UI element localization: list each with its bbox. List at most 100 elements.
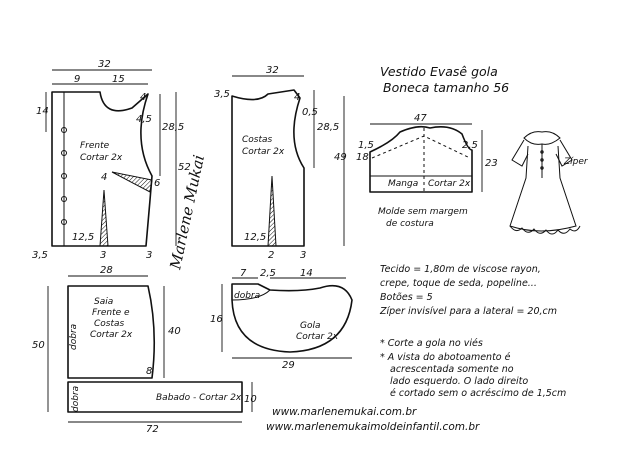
ruffle-label: Babado - Cortar 2x (156, 393, 242, 403)
dress-illustration: Zíper (509, 131, 589, 235)
front-width-label: 32 (98, 59, 111, 70)
skirt-label-line-3: Costas (94, 319, 125, 329)
dress-left-sleeve (511, 139, 529, 167)
sleeve-cap-right-label: 2,5 (462, 140, 478, 151)
collar-piece: 7 2,5 14 16 29 dobra Gola Cortar 2x (210, 268, 353, 371)
back-hem-seg-a-label: 12,5 (244, 232, 266, 243)
sleeve-height-label: 23 (485, 158, 498, 169)
button-mark-5 (61, 219, 67, 225)
website-line-1[interactable]: www.marlenemukai.com.br (272, 406, 417, 418)
placket-note-line-2: acrescentada somente no (390, 364, 514, 375)
sleeve-note-line-1: Molde sem margem (378, 207, 468, 217)
title-block: Vestido Evasê gola Boneca tamanho 56 (380, 64, 509, 95)
sleeve-piece: 47 18 1,5 2,5 23 Manga Cortar 2x Molde s… (356, 113, 498, 229)
front-armhole-depth-label: 28,5 (162, 122, 184, 133)
collar-bias-note: * Corte a gola no viés (380, 338, 483, 349)
sleeve-width-label: 47 (414, 113, 427, 124)
skirt-outline (67, 285, 156, 379)
back-hem-seg-b-label: 2 (268, 250, 274, 261)
button-mark-3 (61, 173, 67, 179)
skirt-step-label: 8 (146, 366, 152, 377)
ruffle-fold-label: dobra (71, 386, 81, 412)
skirt-total-label: 50 (32, 340, 45, 351)
front-bodice-outline (51, 91, 153, 247)
signature-block: Marlene Mukai (166, 153, 208, 272)
front-dart-point-label: 4 (101, 172, 107, 183)
website-line-2[interactable]: www.marlenemukaimoldeinfantil.com.br (266, 421, 480, 433)
notes-block: Tecido = 1,80m de viscose rayon, crepe, … (379, 264, 566, 399)
collar-label-line-1: Gola (300, 321, 321, 331)
sleeve-note-line-2: de costura (386, 219, 434, 229)
button-mark-2 (61, 150, 67, 156)
back-waist-dart (267, 175, 277, 247)
front-dart-width-label: 6 (154, 178, 160, 189)
fabric-note-line-2: crepe, toque de seda, popeline... (380, 278, 537, 289)
back-hem-seg-c-label: 3 (300, 250, 306, 261)
front-shoulder-drop-label: 4 (140, 92, 146, 103)
front-waist-dart (99, 189, 109, 247)
collar-top-a-label: 7 (240, 268, 247, 279)
collar-label-line-2: Cortar 2x (296, 332, 339, 342)
ruffle-width-label: 72 (146, 424, 159, 435)
skirt-piece: 28 40 50 8 dobra Saia Frente e Costas Co… (32, 265, 181, 412)
ruffle-fold-marker: dobra (71, 386, 81, 412)
skirt-fold-label: dobra (69, 324, 79, 350)
back-armhole-depth-label: 28,5 (317, 122, 339, 133)
placket-note-line-3: lado esquerdo. O lado direito (390, 376, 528, 387)
ruffle-outline (67, 381, 243, 413)
skirt-label-line-2: Frente e (92, 308, 130, 318)
back-armhole-curve-label: 0,5 (302, 107, 318, 118)
back-length-label: 49 (334, 152, 347, 163)
button-marks (61, 127, 67, 225)
dress-collar (523, 131, 561, 145)
skirt-label-line-1: Saia (94, 297, 113, 307)
sleeve-cap-height-label: 18 (356, 152, 369, 163)
title-line-2: Boneca tamanho 56 (383, 80, 509, 95)
collar-top-b-label: 2,5 (260, 268, 276, 279)
front-armhole-curve-label: 4,5 (136, 114, 152, 125)
ruffle-piece: dobra Babado - Cortar 2x 10 72 (67, 381, 257, 435)
front-hem-seg-c-label: 3 (146, 250, 152, 261)
skirt-height-label: 40 (168, 326, 181, 337)
front-shoulder-label: 15 (112, 74, 125, 85)
sleeve-cap-guide (371, 135, 471, 159)
front-hem-seg-b-label: 3 (100, 250, 106, 261)
back-label-line-2: Cortar 2x (242, 147, 285, 157)
collar-fold-label: dobra (234, 291, 260, 301)
skirt-width-label: 28 (100, 265, 113, 276)
fabric-note-line-1: Tecido = 1,80m de viscose rayon, (380, 264, 541, 275)
dress-zipper-label: Zíper (563, 157, 589, 167)
title-line-1: Vestido Evasê gola (380, 64, 498, 79)
dress-ruffle (509, 225, 581, 235)
website-block: www.marlenemukai.com.br www.marlenemukai… (266, 406, 480, 433)
back-width-label: 32 (266, 65, 279, 76)
front-neck-width-label: 9 (74, 74, 80, 85)
front-side-dart (111, 171, 153, 193)
back-shoulder-drop-label: 4 (294, 92, 300, 103)
front-neck-depth-label: 14 (36, 106, 49, 117)
designer-signature: Marlene Mukai (166, 153, 208, 272)
front-length-label: 52 (178, 162, 191, 173)
sleeve-cuff-label: Manga (388, 179, 418, 189)
front-label-line-1: Frente (80, 141, 110, 151)
front-side-drop-label: 3,5 (32, 250, 48, 261)
collar-top-c-label: 14 (300, 268, 313, 279)
sleeve-cap-offset-label: 1,5 (358, 140, 374, 151)
dress-button-1 (540, 150, 544, 154)
sleeve-cut-label: Cortar 2x (428, 179, 471, 189)
collar-outline (231, 283, 353, 353)
button-mark-1 (61, 127, 67, 133)
back-bodice-outline (231, 89, 305, 247)
zipper-note: Zíper invisível para a lateral = 20,cm (379, 306, 557, 317)
dress-button-2 (540, 158, 544, 162)
collar-neck-curve (231, 289, 271, 301)
skirt-label-line-4: Cortar 2x (90, 330, 133, 340)
back-label-line-1: Costas (242, 135, 273, 145)
sleeve-outline (369, 125, 473, 193)
ruffle-height-label: 10 (244, 394, 257, 405)
collar-height-label: 16 (210, 314, 223, 325)
front-bodice-piece: 32 9 15 4 14 4,5 28,5 52 6 4 12,5 3,5 3 … (32, 59, 191, 261)
button-mark-4 (61, 196, 67, 202)
